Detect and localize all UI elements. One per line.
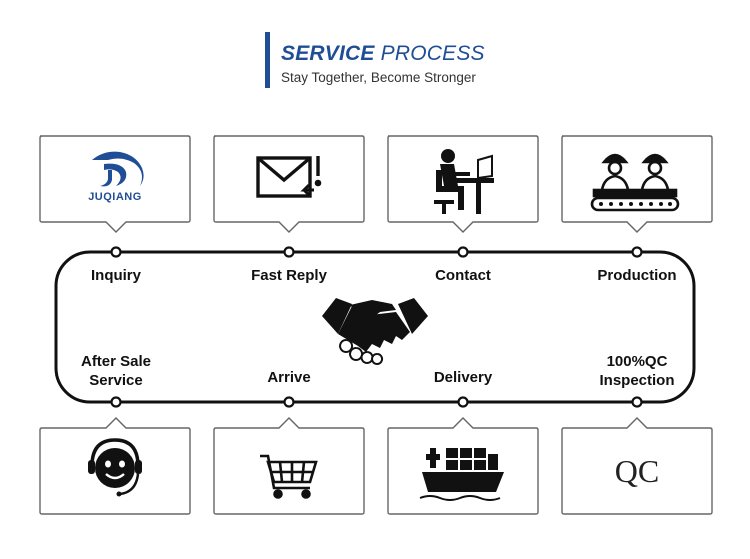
box-inquiry [39,135,191,233]
node-arrive [283,396,295,408]
juqiang-logo-icon: JUQIANG [88,151,144,203]
person-at-desk-icon [434,149,494,214]
page-subtitle: Stay Together, Become Stronger [281,70,476,85]
qc-icon: QC [615,453,659,489]
service-process-header: SERVICE PROCESS Stay Together, Become St… [265,30,505,88]
shopping-cart-icon [260,454,318,499]
box-contact [387,135,539,233]
cargo-ship-icon [419,448,504,501]
node-delivery [457,396,469,408]
handshake-icon [322,298,428,365]
support-headset-icon [88,438,142,497]
box-arrive [213,417,365,515]
node-after-sale [110,396,122,408]
box-fast-reply [213,135,365,233]
label-qc-inspection: 100%QC Inspection [599,353,675,389]
box-qc [561,417,713,515]
email-reply-icon [256,156,322,198]
node-fast-reply [283,246,295,258]
box-production [561,135,713,233]
label-arrive: Arrive [267,369,311,386]
label-contact: Contact [435,267,491,284]
label-after-sale: After Sale Service [80,353,152,389]
svg-text:JUQIANG: JUQIANG [88,191,142,203]
title-bold: SERVICE [281,42,375,65]
label-inquiry: Inquiry [90,267,141,284]
page-title: SERVICE PROCESS [281,42,485,66]
node-contact [457,246,469,258]
workers-conveyor-icon [590,153,680,212]
node-inquiry [110,246,122,258]
label-delivery: Delivery [433,369,493,386]
label-production: Production [597,267,677,284]
node-qc [631,396,643,408]
process-loop [54,250,696,404]
header-accent-bar [265,32,270,88]
title-rest: PROCESS [380,42,485,65]
label-fast-reply: Fast Reply [251,267,327,284]
node-production [631,246,643,258]
